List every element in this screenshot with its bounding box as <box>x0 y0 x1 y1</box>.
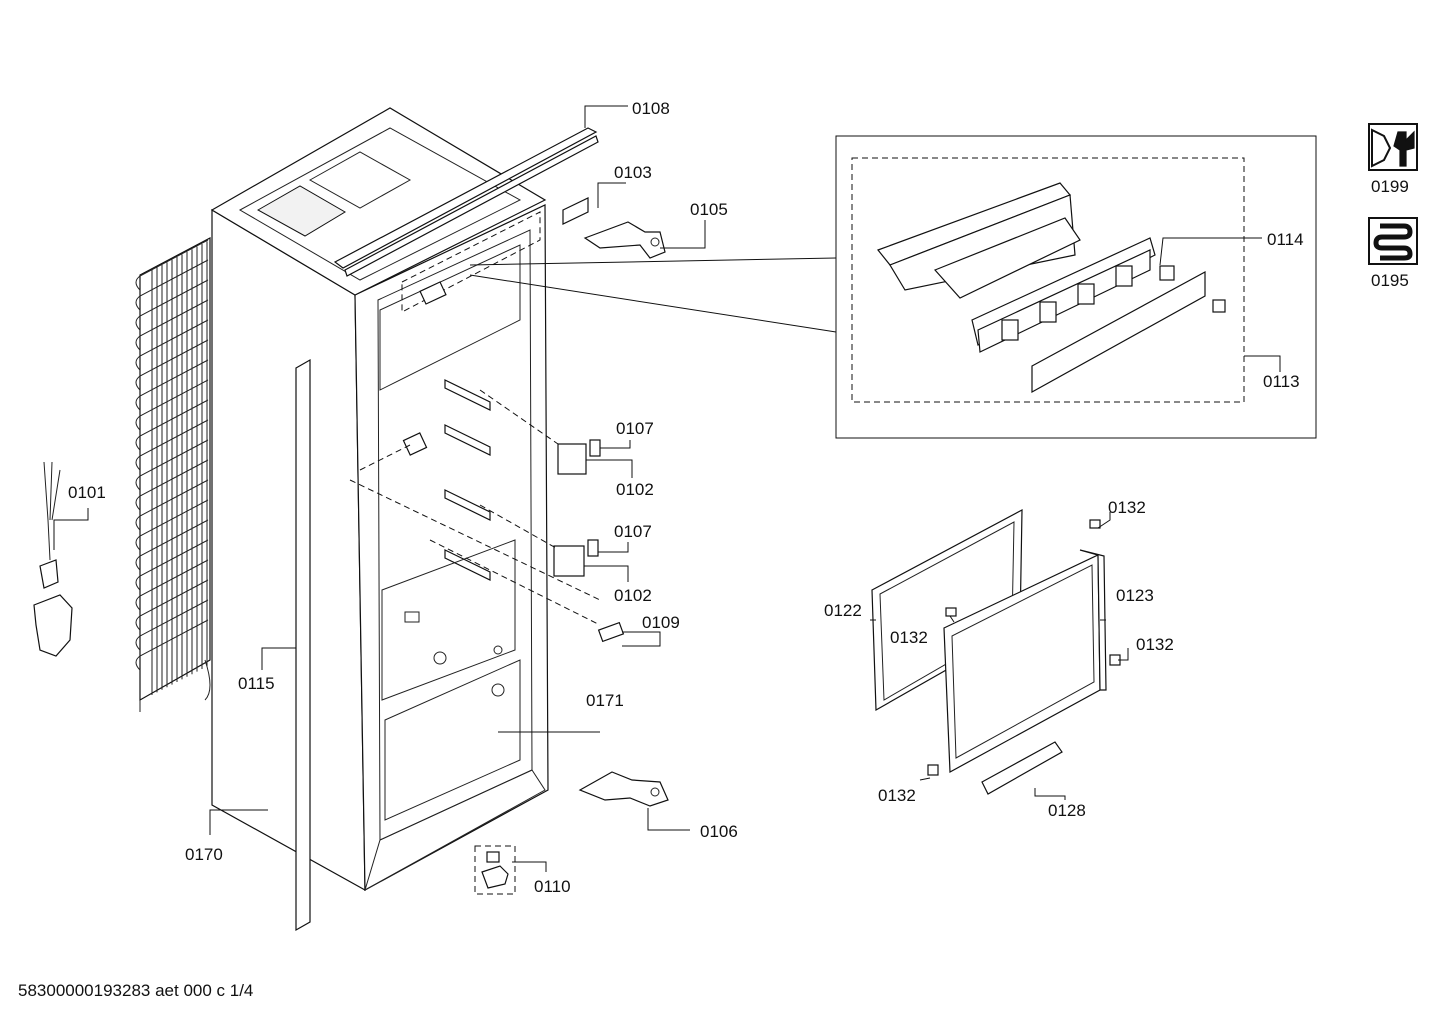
coil-loop <box>135 419 209 471</box>
coil-loop <box>135 519 209 571</box>
label-0170[interactable]: 0170 <box>185 845 223 864</box>
detail-frame <box>835 135 1317 439</box>
label-0171[interactable]: 0171 <box>586 691 624 710</box>
label-0108[interactable]: 0108 <box>632 99 670 118</box>
coil-loop <box>135 399 209 451</box>
label-0102-upper[interactable]: 0102 <box>616 480 654 499</box>
shelf-rail <box>444 549 491 581</box>
part-0110[interactable] <box>474 845 516 895</box>
coil-loop <box>135 479 209 531</box>
coil-loop <box>135 259 209 311</box>
label-0105[interactable]: 0105 <box>690 200 728 219</box>
label-0132-top[interactable]: 0132 <box>1108 498 1146 517</box>
coil-loop <box>135 279 209 331</box>
coil-loop <box>135 499 209 551</box>
label-0107-upper[interactable]: 0107 <box>616 419 654 438</box>
control-knob <box>1001 319 1019 341</box>
coil-loop <box>135 579 209 631</box>
seal-strip-0115[interactable] <box>295 358 311 932</box>
part-labels: 0108 0103 0105 0114 0113 0107 0102 0107 … <box>68 99 1409 896</box>
label-0113[interactable]: 0113 <box>1263 372 1300 391</box>
shelf-rail <box>444 424 491 456</box>
shelf-rail <box>444 489 491 521</box>
label-0122[interactable]: 0122 <box>824 601 862 620</box>
coil-loop <box>135 439 209 491</box>
condenser-coil <box>135 237 211 712</box>
label-0128[interactable]: 0128 <box>1048 801 1086 820</box>
label-0195[interactable]: 0195 <box>1371 271 1409 290</box>
label-0109[interactable]: 0109 <box>642 613 680 632</box>
label-0103[interactable]: 0103 <box>614 163 652 182</box>
door-handle-0128[interactable] <box>981 741 1063 795</box>
label-0102-lower[interactable]: 0102 <box>614 586 652 605</box>
label-0132-gasket[interactable]: 0132 <box>890 628 928 647</box>
sensor-0109[interactable] <box>597 621 625 643</box>
condenser-coil-icon[interactable] <box>1368 217 1418 265</box>
coil-loop <box>135 339 209 391</box>
label-0132-bottom[interactable]: 0132 <box>878 786 916 805</box>
coil-loop <box>135 239 209 291</box>
coil-loop <box>135 599 209 651</box>
label-0132-right[interactable]: 0132 <box>1136 635 1174 654</box>
label-0101[interactable]: 0101 <box>68 483 106 502</box>
coil-loop <box>135 379 209 431</box>
label-panels <box>402 432 601 577</box>
control-knob <box>1039 301 1057 323</box>
coil-loop <box>135 619 209 671</box>
leader-lines <box>53 105 1129 872</box>
label-0115[interactable]: 0115 <box>238 674 275 693</box>
label-0199[interactable]: 0199 <box>1371 177 1409 196</box>
document-footer: 58300000193283 aet 000 c 1/4 <box>18 981 254 1000</box>
upper-hinge-0105[interactable] <box>583 221 666 259</box>
label-0106[interactable]: 0106 <box>700 822 738 841</box>
label-0110[interactable]: 0110 <box>534 877 571 896</box>
coil-loop <box>135 459 209 511</box>
coil-loop <box>135 539 209 591</box>
coil-loop <box>135 319 209 371</box>
label-0123[interactable]: 0123 <box>1116 586 1154 605</box>
power-cord-0101[interactable] <box>33 461 73 657</box>
label-0103[interactable] <box>562 197 589 225</box>
shelf-rail <box>444 379 491 411</box>
coil-loop <box>135 299 209 351</box>
control-knob <box>1077 283 1095 305</box>
label-0114[interactable]: 0114 <box>1267 230 1304 249</box>
control-module[interactable] <box>877 182 1226 394</box>
label-0107-lower[interactable]: 0107 <box>614 522 652 541</box>
fridge-cabinet <box>210 107 549 892</box>
control-knob <box>1115 265 1133 287</box>
coil-loop <box>135 559 209 611</box>
door-assembly <box>871 508 1121 795</box>
control-strip-0113[interactable] <box>1031 270 1206 394</box>
top-rail-0108[interactable] <box>333 127 598 269</box>
lower-hinge-0106[interactable] <box>578 771 669 807</box>
coil-loop <box>135 359 209 411</box>
wrench-nut-icon[interactable] <box>1368 123 1418 171</box>
